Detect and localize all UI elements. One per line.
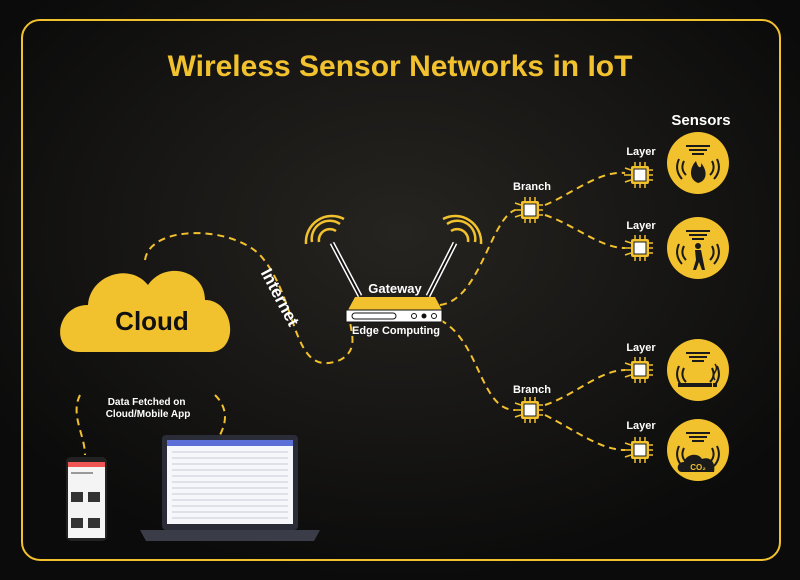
layer-label: Layer — [626, 420, 656, 432]
sensors-title: Sensors — [671, 112, 730, 129]
connections — [75, 171, 626, 456]
co2-label: CO₂ — [690, 463, 706, 472]
diagram-title: Wireless Sensor Networks in IoT — [168, 50, 633, 83]
mobile-phone-icon — [66, 457, 107, 541]
frame-border — [21, 19, 781, 561]
layer-label: Layer — [626, 220, 656, 232]
data-fetched-label: Data Fetched on Cloud/Mobile App — [106, 397, 191, 420]
layer-label: Layer — [626, 146, 656, 158]
motion-sensor-icon — [667, 217, 729, 279]
cloud-label: Cloud — [115, 306, 189, 336]
gateway-router-icon — [304, 214, 483, 323]
data-fetched-line2: Cloud/Mobile App — [106, 409, 191, 420]
co2-sensor-icon — [667, 419, 729, 481]
branch-label: Branch — [513, 384, 551, 396]
branch-label: Branch — [513, 181, 551, 193]
laptop-dashboard-icon — [140, 435, 320, 541]
cloud-icon — [60, 270, 231, 352]
data-fetched-line1: Data Fetched on — [108, 397, 186, 408]
gateway-label: Gateway — [368, 281, 422, 296]
smoke-sensor-icon — [667, 339, 729, 401]
fire-sensor-icon — [667, 132, 729, 194]
edge-computing-label: Edge Computing — [352, 325, 440, 337]
layer-label: Layer — [626, 342, 656, 354]
